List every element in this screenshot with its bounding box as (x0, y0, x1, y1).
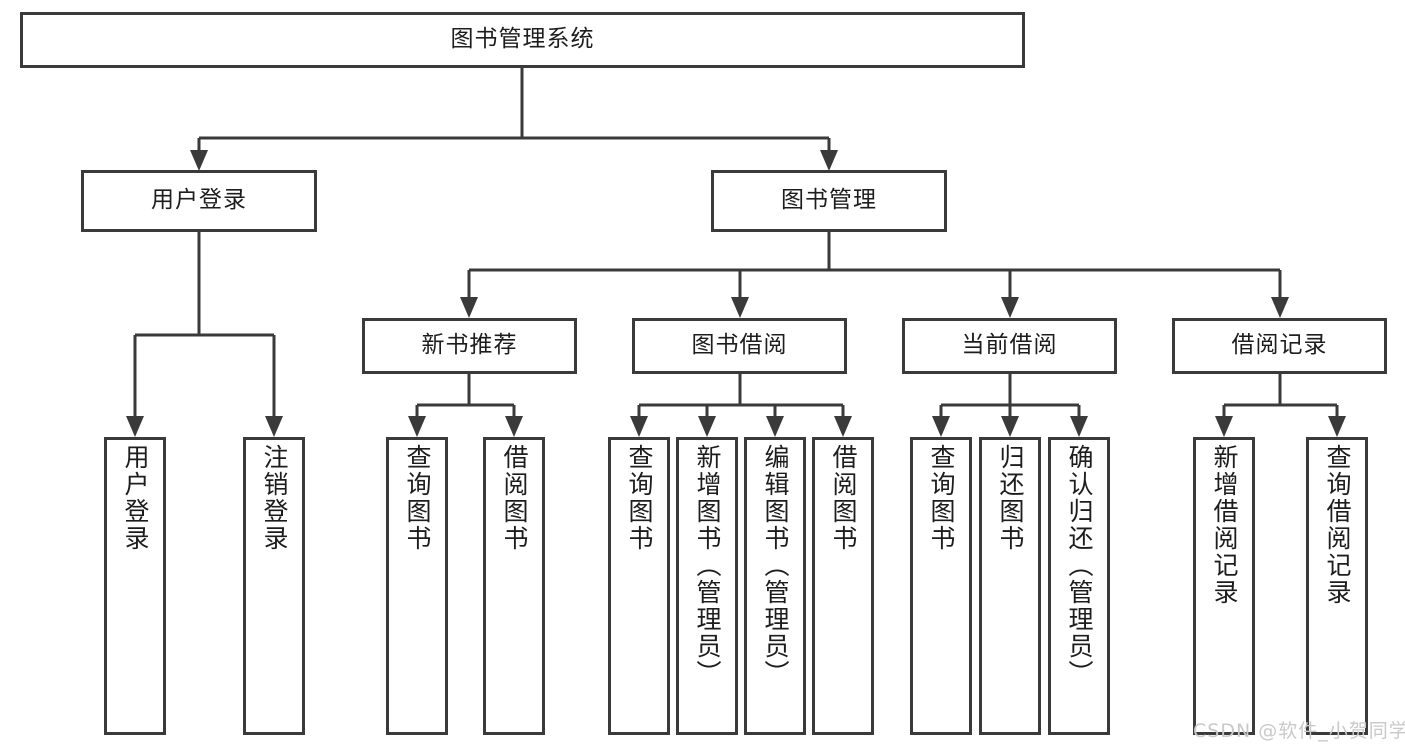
arrowhead-bb-leaf4 (834, 416, 852, 437)
node-user-login-label: 用户登录 (151, 187, 247, 214)
arrowhead-br-leaf1 (1215, 416, 1233, 437)
leaf-nb-query-book[interactable]: 查询图书 (386, 437, 448, 735)
leaf-bb-query-book-label: 查询图书 (625, 444, 654, 552)
arrowhead-leaf-user-login (126, 416, 144, 437)
node-book-management[interactable]: 图书管理 (711, 170, 947, 232)
node-user-login[interactable]: 用户登录 (81, 170, 317, 232)
node-current-borrow-label: 当前借阅 (961, 332, 1058, 359)
node-new-book-recommend[interactable]: 新书推荐 (362, 318, 577, 374)
leaf-br-add-record-label: 新增借阅记录 (1210, 444, 1239, 606)
leaf-cb-query-book-label: 查询图书 (927, 444, 956, 552)
leaf-cb-return-book-label: 归还图书 (996, 444, 1025, 552)
leaf-cb-confirm-return-label: 确认归还（管理员） (1065, 444, 1094, 687)
arrowhead-leaf-logout (265, 416, 283, 437)
leaf-cb-query-book[interactable]: 查询图书 (910, 437, 972, 735)
leaf-br-add-record[interactable]: 新增借阅记录 (1193, 437, 1255, 735)
leaf-bb-add-book[interactable]: 新增图书（管理员） (676, 437, 738, 735)
leaf-logout-label: 注销登录 (260, 444, 289, 552)
node-borrow-record-label: 借阅记录 (1231, 332, 1328, 359)
leaf-bb-query-book[interactable]: 查询图书 (608, 437, 670, 735)
leaf-nb-borrow-book[interactable]: 借阅图书 (483, 437, 545, 735)
leaf-logout[interactable]: 注销登录 (243, 437, 305, 735)
arrowhead-cb-leaf3 (1070, 416, 1088, 437)
arrowhead-bb-leaf2 (698, 416, 716, 437)
node-new-book-recommend-label: 新书推荐 (421, 332, 518, 359)
leaf-bb-borrow-book[interactable]: 借阅图书 (812, 437, 874, 735)
arrowhead-book-borrow (731, 297, 749, 318)
arrowhead-user-login (190, 150, 208, 171)
arrowhead-borrow-record (1271, 297, 1289, 318)
leaf-nb-query-book-label: 查询图书 (403, 444, 432, 552)
leaf-bb-edit-book-label: 编辑图书（管理员） (761, 444, 790, 687)
arrowhead-bb-leaf1 (630, 416, 648, 437)
leaf-br-query-record[interactable]: 查询借阅记录 (1306, 437, 1368, 735)
leaf-br-query-record-label: 查询借阅记录 (1323, 444, 1352, 606)
arrowhead-current-borrow (1001, 297, 1019, 318)
leaf-bb-borrow-book-label: 借阅图书 (829, 444, 858, 552)
leaf-cb-return-book[interactable]: 归还图书 (979, 437, 1041, 735)
node-root-label: 图书管理系统 (450, 26, 595, 53)
leaf-bb-add-book-label: 新增图书（管理员） (693, 444, 722, 687)
leaf-bb-edit-book[interactable]: 编辑图书（管理员） (744, 437, 806, 735)
arrowhead-new-book (460, 297, 478, 318)
node-book-borrow-label: 图书借阅 (691, 332, 788, 359)
node-book-management-label: 图书管理 (781, 187, 877, 214)
leaf-nb-borrow-book-label: 借阅图书 (500, 444, 529, 552)
node-current-borrow[interactable]: 当前借阅 (902, 318, 1117, 374)
leaf-user-login-label: 用户登录 (121, 444, 150, 552)
csdn-watermark: CSDN @软件_小贺同学 (1193, 720, 1405, 742)
arrowhead-nb-leaf2 (505, 416, 523, 437)
node-borrow-record[interactable]: 借阅记录 (1172, 318, 1387, 374)
arrowhead-bb-leaf3 (766, 416, 784, 437)
leaf-user-login[interactable]: 用户登录 (104, 437, 166, 735)
arrowhead-cb-leaf1 (932, 416, 950, 437)
arrowhead-book-manage (820, 150, 838, 171)
node-book-borrow[interactable]: 图书借阅 (632, 318, 847, 374)
arrowhead-nb-leaf1 (408, 416, 426, 437)
arrowhead-br-leaf2 (1328, 416, 1346, 437)
leaf-cb-confirm-return[interactable]: 确认归还（管理员） (1048, 437, 1110, 735)
arrowhead-cb-leaf2 (1001, 416, 1019, 437)
node-root[interactable]: 图书管理系统 (20, 12, 1025, 68)
